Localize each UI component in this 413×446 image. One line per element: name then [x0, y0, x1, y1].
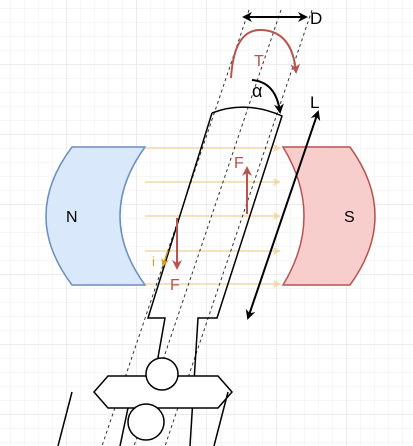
current-label: i — [152, 254, 155, 269]
commutator — [57, 357, 233, 446]
angle-arc — [251, 79, 284, 114]
coil-loop — [146, 106, 283, 446]
length-l-arrow — [245, 110, 321, 320]
current-arrow — [161, 249, 169, 267]
torque-arrow — [230, 28, 301, 79]
north-magnet — [45, 146, 147, 286]
force-lower-label: F — [170, 277, 180, 294]
south-magnet — [281, 146, 376, 286]
force-upper-label: F — [234, 155, 244, 172]
torque-label: T — [254, 53, 264, 70]
length-l-label: L — [310, 93, 319, 112]
north-pole-label: N — [66, 209, 78, 226]
angle-label: α — [252, 81, 262, 101]
south-pole-label: S — [344, 209, 355, 226]
width-d-label: D — [310, 9, 322, 28]
